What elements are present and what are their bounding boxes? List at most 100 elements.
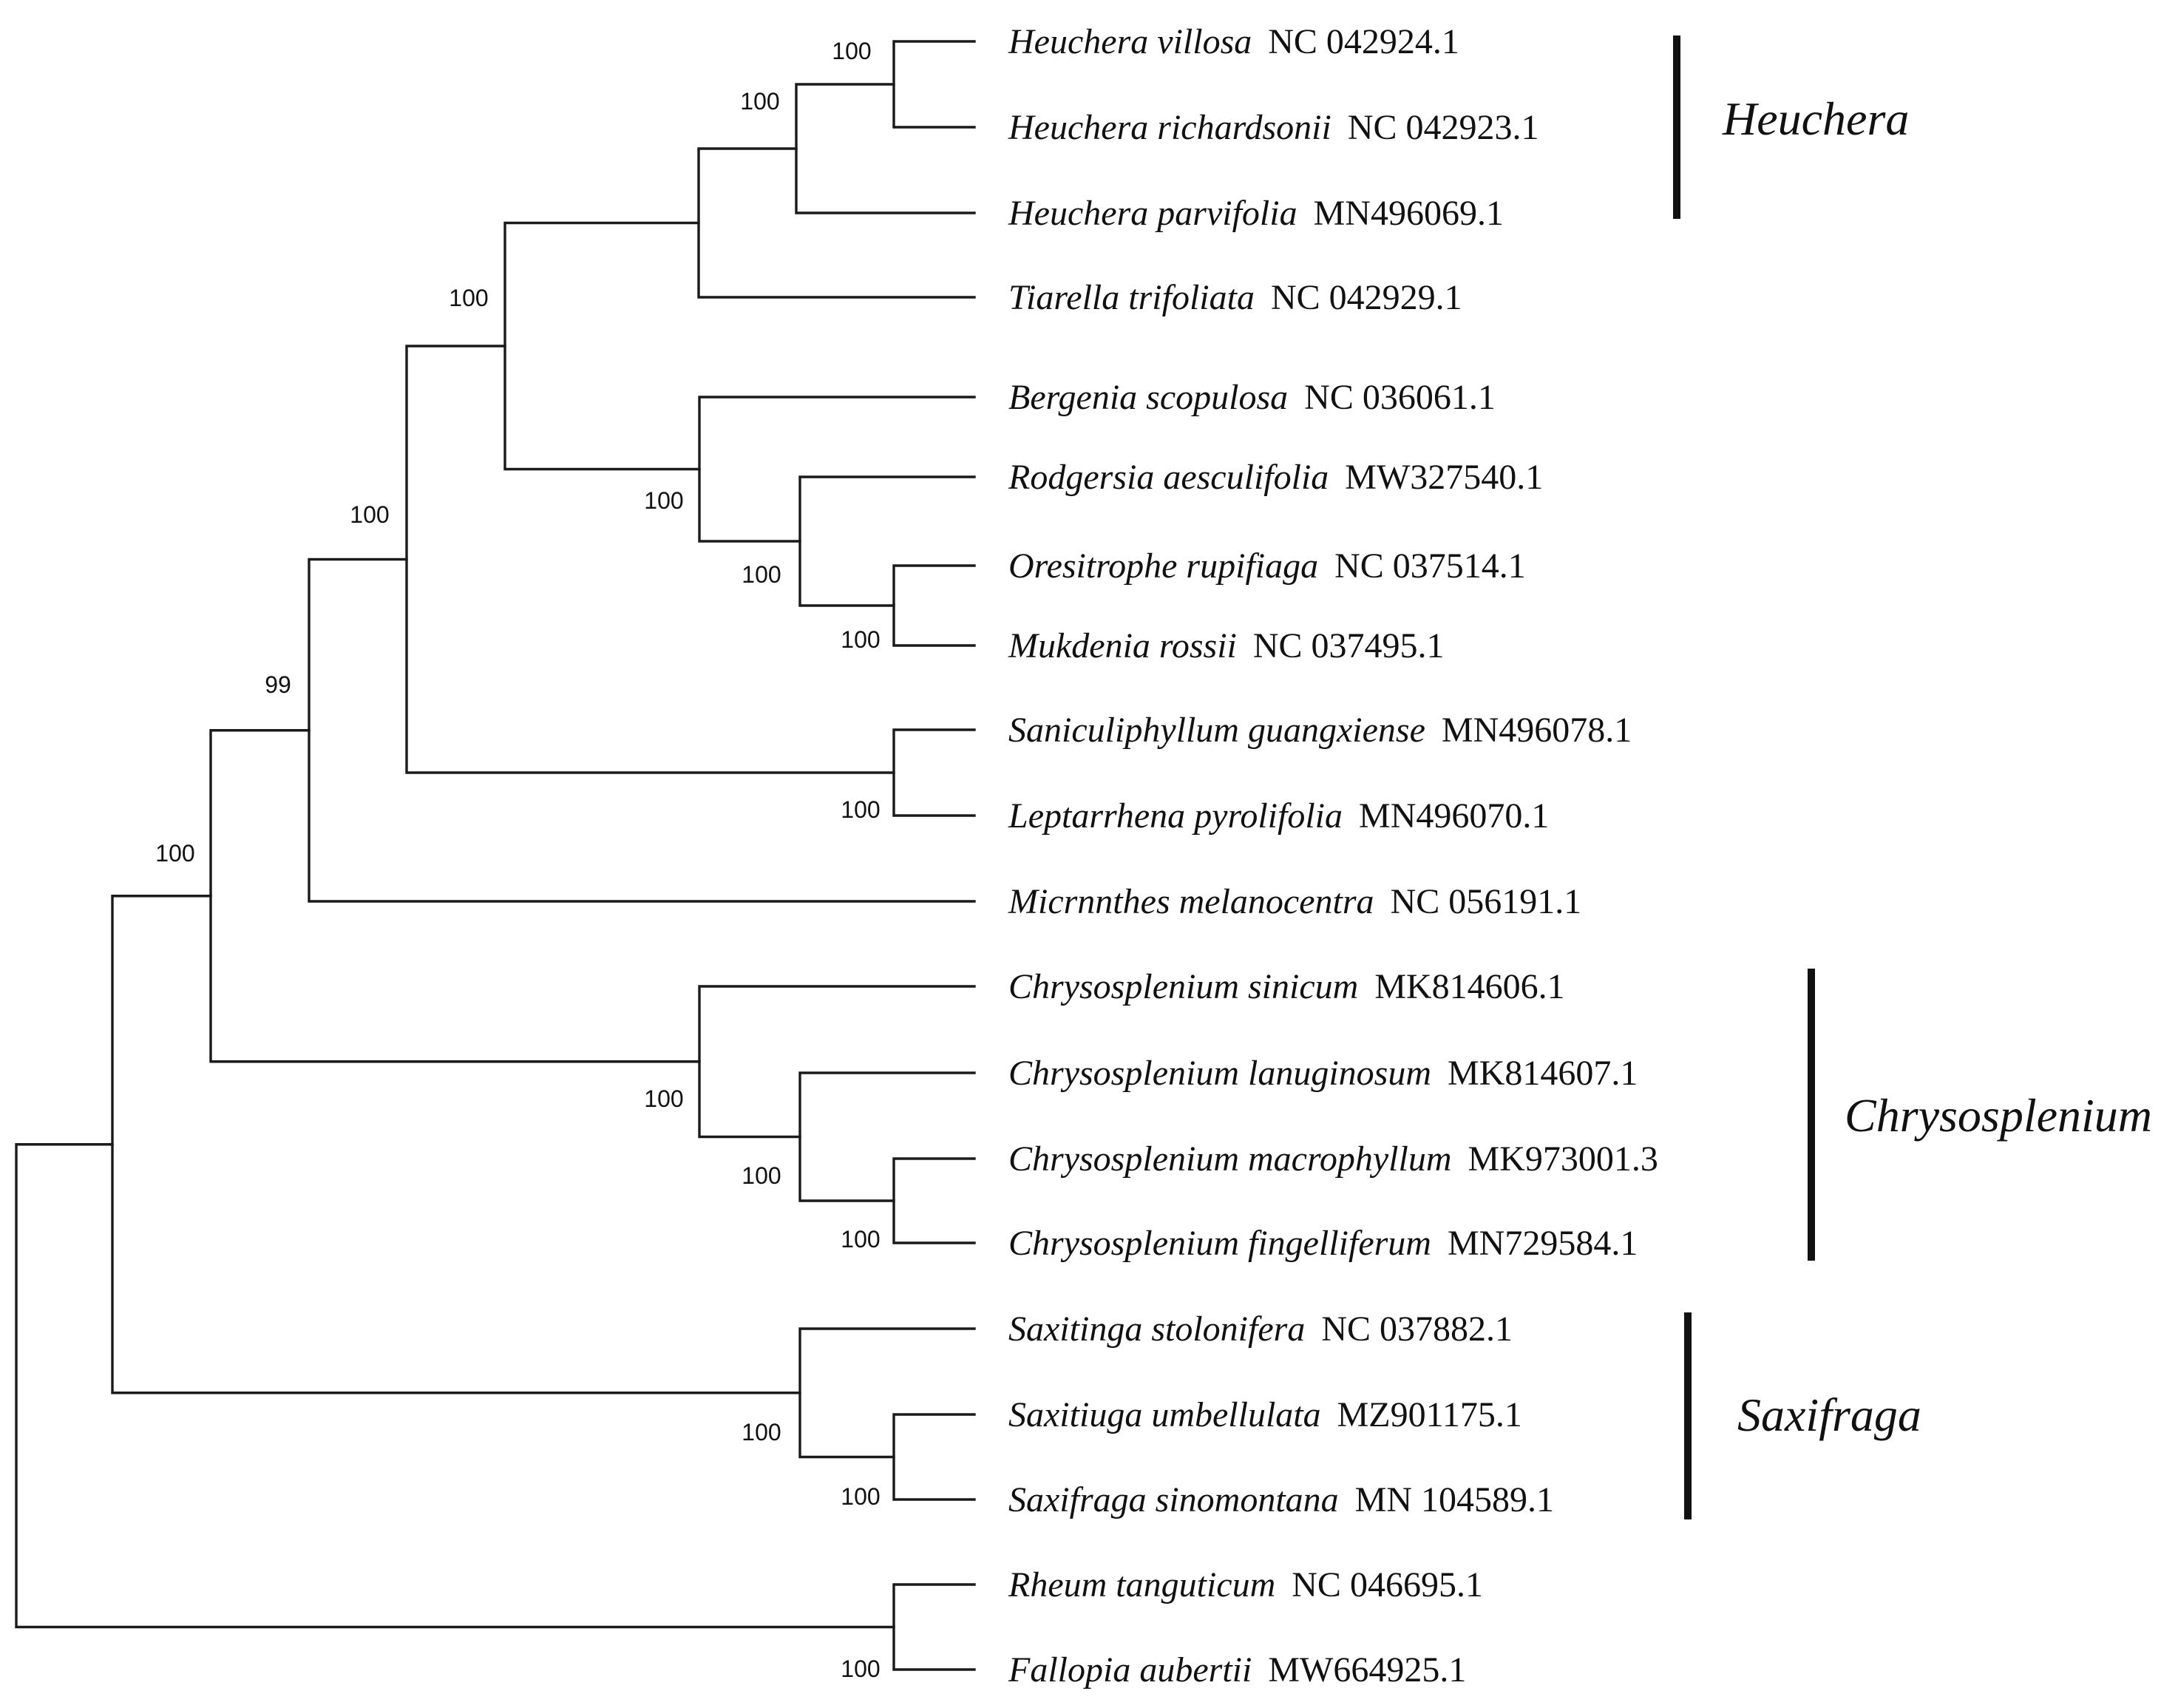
taxon-label: Rheum tanguticum NC 046695.1 — [1008, 1565, 1483, 1604]
branch-n_clmf — [798, 1071, 976, 1202]
taxon-label: Chrysosplenium sinicum MK814606.1 — [1008, 967, 1565, 1006]
taxon-label: Leptarrhena pyrolifolia MN496070.1 — [1008, 796, 1549, 836]
taxon-label: Saxitiuga umbellulata MZ901175.1 — [1008, 1395, 1522, 1434]
accession-number: NC 046695.1 — [1292, 1565, 1483, 1604]
clade-label-chrysosplenium: Chrysosplenium — [1845, 1089, 2152, 1142]
accession-number: MW327540.1 — [1345, 458, 1543, 497]
branch-n_rom — [798, 475, 976, 607]
taxon-label: Rodgersia aesculifolia MW327540.1 — [1008, 458, 1543, 497]
accession-number: NC 037514.1 — [1334, 546, 1526, 586]
taxon-label: Chrysosplenium fingelliferum MN729584.1 — [1008, 1224, 1638, 1263]
taxon-label: Chrysosplenium macrophyllum MK973001.3 — [1008, 1139, 1658, 1179]
branch-n_heu_tia — [697, 147, 976, 299]
support-value-n_c: 99 — [265, 671, 291, 698]
branch-n_om — [892, 564, 976, 647]
support-value-n_heu: 100 — [740, 88, 779, 115]
species-name: Saniculiphyllum guangxiense — [1008, 711, 1425, 750]
support-value-n_sax: 100 — [742, 1419, 781, 1446]
species-name: Heuchera villosa — [1008, 22, 1252, 61]
species-name: Oresitrophe rupifiaga — [1008, 546, 1318, 586]
species-name: Heuchera parvifolia — [1008, 194, 1297, 233]
branch-n_chr — [698, 985, 976, 1139]
taxon-label: Chrysosplenium lanuginosum MK814607.1 — [1008, 1054, 1638, 1093]
support-value-n_b: 100 — [350, 501, 389, 528]
support-value-n_clmf: 100 — [742, 1162, 781, 1189]
taxon-label: Micrnnthes melanocentra NC 056191.1 — [1008, 882, 1581, 921]
species-name: Saxitiuga umbellulata — [1008, 1395, 1321, 1434]
bootstrap-support-values: 100 100 100 100 100 100 100 100 99 100 100 100 100 10… — [155, 38, 880, 1682]
branch-n_c — [308, 558, 976, 903]
taxon-label: Tiarella trifoliata NC 042929.1 — [1008, 278, 1462, 317]
branch-n_heu — [795, 83, 976, 214]
species-name: Chrysosplenium macrophyllum — [1008, 1139, 1452, 1179]
branch-n_d — [209, 729, 701, 1063]
species-name: Fallopia aubertii — [1008, 1650, 1252, 1690]
species-name: Chrysosplenium lanuginosum — [1008, 1054, 1431, 1093]
branch-root — [15, 1143, 895, 1629]
accession-number: NC 037882.1 — [1321, 1309, 1513, 1349]
branch-n_cmf — [892, 1157, 976, 1244]
clade-label-saxifraga: Saxifraga — [1737, 1389, 1921, 1441]
accession-number: NC 056191.1 — [1391, 882, 1582, 921]
tree-branches — [15, 40, 976, 1671]
branch-n_sax — [798, 1327, 976, 1459]
species-name: Saxifraga sinomontana — [1008, 1480, 1339, 1519]
branch-n_hvr — [892, 40, 976, 129]
support-value-n_rom: 100 — [742, 561, 781, 588]
support-value-n_out: 100 — [841, 1656, 880, 1682]
accession-number: MW664925.1 — [1268, 1650, 1466, 1690]
support-value-n_a: 100 — [449, 285, 488, 311]
accession-number: MN496069.1 — [1314, 194, 1504, 233]
branch-n_e — [111, 895, 801, 1394]
support-value-n_chr: 100 — [644, 1085, 683, 1112]
branch-n_a — [503, 221, 701, 471]
accession-number: MN496070.1 — [1359, 796, 1549, 836]
species-name: Saxitinga stolonifera — [1008, 1309, 1305, 1349]
support-value-n_brom: 100 — [644, 487, 683, 514]
support-value-n_sl: 100 — [841, 796, 880, 823]
branch-n_brom — [698, 396, 976, 543]
accession-number: MK814606.1 — [1374, 967, 1564, 1006]
taxon-label: Heuchera villosa NC 042924.1 — [1008, 22, 1459, 61]
accession-number: NC 042929.1 — [1271, 278, 1462, 317]
species-name: Chrysosplenium sinicum — [1008, 967, 1358, 1006]
accession-number: MK973001.3 — [1468, 1139, 1658, 1179]
branch-n_out — [892, 1583, 976, 1671]
accession-number: MN729584.1 — [1448, 1224, 1638, 1263]
support-value-n_cmf: 100 — [841, 1226, 880, 1253]
taxon-label: Oresitrophe rupifiaga NC 037514.1 — [1008, 546, 1526, 586]
accession-number: MN 104589.1 — [1355, 1480, 1554, 1519]
taxon-label: Saxifraga sinomontana MN 104589.1 — [1008, 1480, 1554, 1519]
species-name: Leptarrhena pyrolifolia — [1008, 796, 1343, 836]
accession-number: NC 036061.1 — [1304, 378, 1496, 417]
branch-n_sl — [892, 728, 976, 817]
support-value-n_om: 100 — [841, 626, 880, 653]
taxon-label: Heuchera richardsonii NC 042923.1 — [1008, 108, 1539, 147]
branch-n_b — [405, 345, 895, 774]
species-name: Micrnnthes melanocentra — [1008, 882, 1374, 921]
accession-number: MN496078.1 — [1442, 711, 1632, 750]
species-name: Rheum tanguticum — [1008, 1565, 1275, 1604]
taxon-label: Fallopia aubertii MW664925.1 — [1008, 1650, 1466, 1690]
taxon-label: Bergenia scopulosa NC 036061.1 — [1008, 378, 1496, 417]
branch-n_us — [892, 1413, 976, 1501]
species-name: Bergenia scopulosa — [1008, 378, 1288, 417]
support-value-n_us: 100 — [841, 1483, 880, 1510]
accession-number: NC 042923.1 — [1348, 108, 1539, 147]
species-name: Chrysosplenium fingelliferum — [1008, 1224, 1431, 1263]
clade-label-heuchera: Heuchera — [1722, 92, 1909, 145]
species-name: Heuchera richardsonii — [1008, 108, 1331, 147]
accession-number: NC 042924.1 — [1268, 22, 1459, 61]
species-name: Rodgersia aesculifolia — [1008, 458, 1329, 497]
support-value-n_hvr: 100 — [832, 38, 871, 64]
taxon-label: Saxitinga stolonifera NC 037882.1 — [1008, 1309, 1513, 1349]
species-name: Mukdenia rossii — [1008, 626, 1237, 665]
support-value-n_d: 100 — [155, 840, 194, 867]
accession-number: MZ901175.1 — [1337, 1395, 1522, 1434]
accession-number: NC 037495.1 — [1253, 626, 1445, 665]
accession-number: MK814607.1 — [1448, 1054, 1638, 1093]
species-name: Tiarella trifoliata — [1008, 278, 1255, 317]
